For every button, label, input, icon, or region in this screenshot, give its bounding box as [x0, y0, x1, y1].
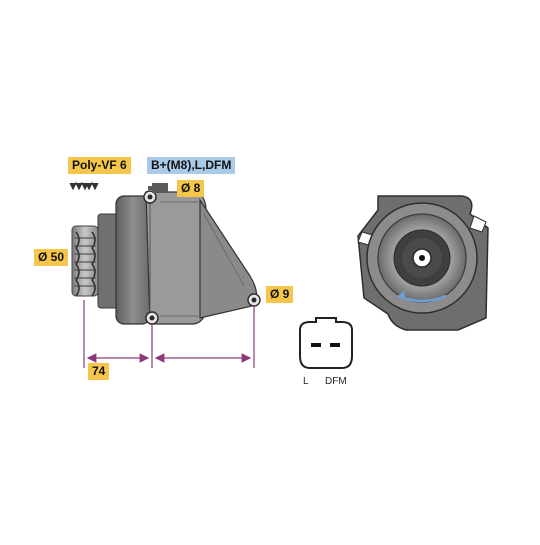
connector-plug — [299, 317, 353, 369]
mount-hole-top — [143, 190, 157, 204]
connector-pin-l-label: L — [303, 376, 309, 387]
alternator-rear-view — [357, 195, 489, 331]
terminals-label: B+(M8),L,DFM — [147, 157, 236, 174]
mount-hole-bottom — [145, 311, 159, 325]
rotation-arrow — [397, 294, 447, 303]
width-dimension-label: 74 — [88, 363, 110, 380]
front-housing — [97, 195, 151, 325]
mount-hole-arm — [247, 293, 261, 307]
terminal-icon — [148, 183, 168, 193]
hole-diameter-top-label: Ø 8 — [177, 180, 205, 197]
connector-pin-dfm-label: DFM — [325, 376, 347, 387]
belt-type-label: Poly-VF 6 — [68, 157, 131, 174]
hole-diameter-bottom-label: Ø 9 — [266, 286, 294, 303]
main-body — [145, 191, 207, 325]
pulley — [71, 225, 99, 297]
dimension-lines — [83, 300, 255, 368]
belt-profile-icon — [69, 181, 99, 191]
alternator-side-view — [69, 181, 261, 325]
pulley-diameter-label: Ø 50 — [34, 249, 69, 266]
